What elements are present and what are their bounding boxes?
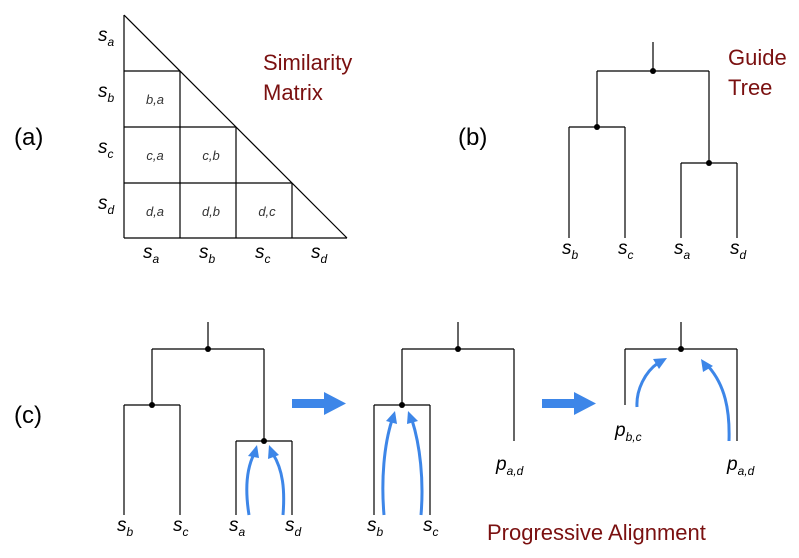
tree-leaf-label: sc: [423, 515, 439, 539]
tree-node: [261, 438, 267, 444]
step-arrow-1: [292, 392, 346, 415]
tree-leaf-label: sd: [730, 238, 747, 262]
tree-title-line1: Guide: [728, 45, 787, 70]
alignment-arrow: [706, 365, 731, 442]
alignment-arrowhead: [268, 445, 279, 459]
alignment-arrowhead: [407, 411, 418, 424]
progressive-alignment-title: Progressive Alignment: [487, 520, 706, 545]
panel-a: (a) b,a c,a c,b d,a d,b d,c sa sb sc sd …: [14, 14, 352, 266]
matrix-row-label: sb: [98, 81, 115, 105]
tree-leaf-label: sa: [229, 515, 246, 539]
alignment-arrowhead: [248, 445, 259, 458]
matrix-cell-da: d,a: [146, 204, 164, 219]
tree-leaf-label: sb: [117, 515, 134, 539]
panel-b-label: (b): [458, 124, 487, 151]
matrix-col-label: sa: [143, 242, 160, 266]
matrix-cell-ca: c,a: [146, 148, 163, 163]
profile-label: pa,d: [726, 454, 755, 478]
panel-b: (b) sb sc sa sd Guide Tree: [458, 42, 787, 262]
tree-leaf-label: sb: [367, 515, 384, 539]
panel-c-label: (c): [14, 402, 42, 429]
tree-node: [149, 402, 155, 408]
panel-a-label: (a): [14, 124, 43, 151]
tree-node: [594, 124, 600, 130]
step-arrow-shaft: [292, 399, 326, 408]
matrix-row-label: sd: [98, 193, 115, 217]
step-arrow-head: [324, 392, 346, 415]
profile-label: pa,d: [495, 454, 524, 478]
matrix-col-label: sb: [199, 242, 216, 266]
tree-node: [678, 346, 684, 352]
matrix-col-label: sd: [311, 242, 328, 266]
tree-leaf-label: sb: [562, 238, 579, 262]
matrix-col-label: sc: [255, 242, 271, 266]
alignment-arrowhead: [653, 358, 667, 369]
matrix-row-label: sa: [98, 25, 115, 49]
alignment-arrowhead: [701, 359, 713, 372]
tree-leaf-label: sa: [674, 238, 691, 262]
tree-node: [650, 68, 656, 74]
tree-leaf-label: sc: [618, 238, 634, 262]
matrix-title-line1: Similarity: [263, 50, 352, 75]
tree-node: [455, 346, 461, 352]
tree-node: [399, 402, 405, 408]
alignment-arrow: [381, 419, 394, 516]
tree-node: [205, 346, 211, 352]
matrix-cell-ba: b,a: [146, 92, 164, 107]
matrix-row-label: sc: [98, 137, 114, 161]
alignment-arrow: [635, 361, 659, 408]
step-arrow-shaft: [542, 399, 576, 408]
profile-label: pb,c: [614, 420, 642, 444]
step-arrow-head: [574, 392, 596, 415]
panel-c: (c) sb sc sa sd: [14, 322, 755, 545]
step2-tree: sb sc pa,d: [367, 322, 524, 539]
tree-title-line2: Tree: [728, 75, 772, 100]
matrix-cell-dc: d,c: [258, 204, 276, 219]
alignment-arrow: [271, 453, 286, 516]
step1-tree: sb sc sa sd: [117, 322, 302, 539]
matrix-title-line2: Matrix: [263, 80, 323, 105]
step3-tree: pb,c pa,d: [614, 322, 755, 478]
tree-leaf-label: sd: [285, 515, 302, 539]
tree-node: [706, 160, 712, 166]
matrix-cell-db: d,b: [202, 204, 220, 219]
step-arrow-2: [542, 392, 596, 415]
alignment-arrow: [410, 419, 424, 516]
tree-leaf-label: sc: [173, 515, 189, 539]
alignment-arrowhead: [386, 411, 397, 424]
matrix-cell-cb: c,b: [202, 148, 219, 163]
alignment-arrow: [245, 453, 256, 516]
